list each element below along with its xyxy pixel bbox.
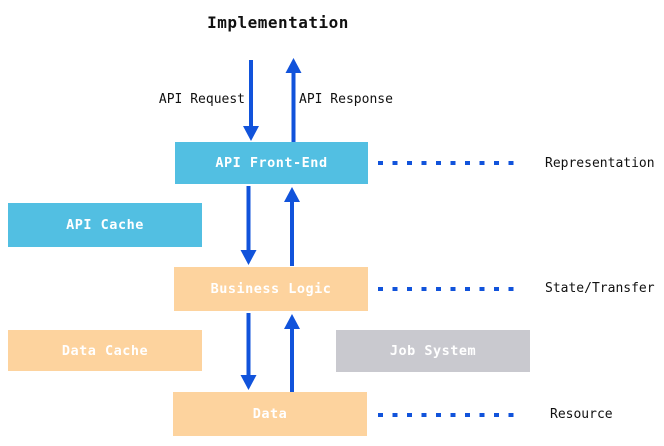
- request-arrow-middle-head: [240, 250, 257, 265]
- api-cache-box: API Cache: [8, 203, 202, 247]
- job-system-box-label: Job System: [389, 343, 477, 359]
- request-arrow-bottom: [240, 313, 257, 390]
- request-arrow-top: [243, 60, 259, 141]
- api-cache-box-label: API Cache: [66, 217, 144, 233]
- business-logic-box-label: Business Logic: [210, 281, 332, 297]
- state-transfer-layer-label: State/Transfer: [545, 281, 655, 296]
- request-arrow-bottom-head: [240, 375, 257, 390]
- diagram-title: Implementation: [207, 13, 349, 32]
- response-arrow-top-head: [285, 58, 302, 73]
- request-arrow-middle: [240, 186, 257, 265]
- data-box-label: Data: [252, 406, 288, 422]
- api-front-end-box: API Front-End: [175, 142, 368, 184]
- data-cache-box-label: Data Cache: [61, 342, 149, 359]
- data-cache-box: Data Cache: [8, 330, 202, 371]
- representation-layer-label: Representation: [545, 156, 655, 171]
- api-response-label: API Response: [299, 92, 393, 107]
- response-arrow-bottom-head: [284, 314, 300, 329]
- response-arrow-bottom: [284, 314, 300, 392]
- api-front-end-box-label: API Front-End: [215, 155, 328, 171]
- job-system-box: Job System: [336, 330, 530, 372]
- resource-layer-label: Resource: [550, 407, 613, 422]
- api-request-label: API Request: [158, 92, 245, 107]
- response-arrow-middle: [284, 187, 300, 266]
- response-arrow-middle-head: [284, 187, 300, 202]
- business-logic-box: Business Logic: [174, 267, 368, 311]
- request-arrow-top-head: [243, 126, 259, 141]
- data-box: Data: [173, 392, 367, 436]
